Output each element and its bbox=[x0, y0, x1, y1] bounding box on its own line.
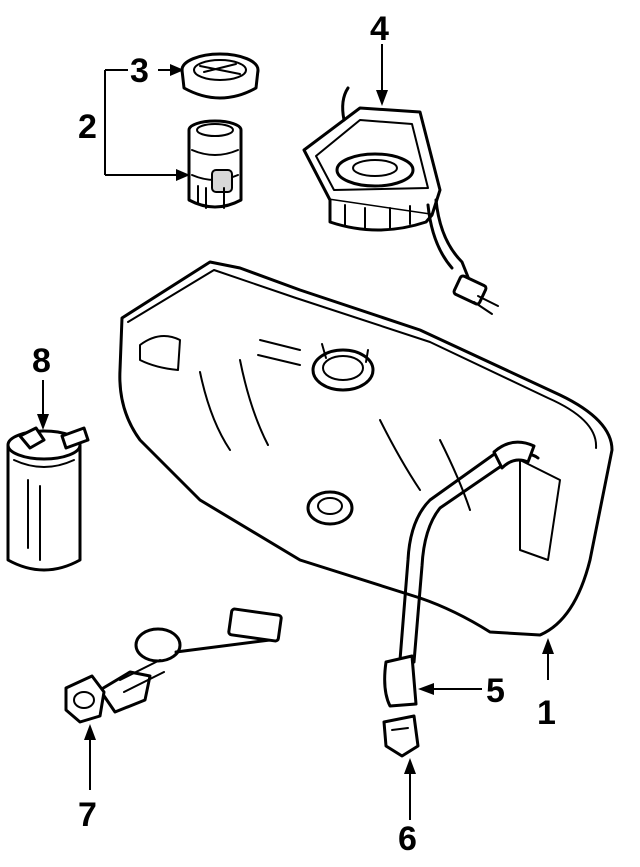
part-7-level-sender bbox=[64, 607, 283, 724]
part-2-fuel-pump bbox=[187, 119, 243, 209]
part-4-sending-unit bbox=[302, 86, 499, 315]
callout-4: 4 bbox=[370, 10, 389, 48]
callout-7: 7 bbox=[78, 796, 97, 834]
part-1-fuel-tank bbox=[118, 260, 614, 637]
callout-5: 5 bbox=[486, 672, 505, 710]
callout-6: 6 bbox=[398, 820, 417, 858]
part-3-lock-ring bbox=[180, 52, 260, 100]
callout-8: 8 bbox=[32, 342, 51, 380]
callout-1: 1 bbox=[537, 694, 556, 732]
part-5-tank-strap bbox=[383, 440, 540, 708]
callout-3: 3 bbox=[130, 52, 149, 90]
leader-lines bbox=[37, 44, 554, 820]
callout-2: 2 bbox=[78, 108, 97, 146]
part-6-strap-bracket bbox=[382, 714, 420, 758]
part-8-fuel-filter bbox=[6, 426, 90, 572]
